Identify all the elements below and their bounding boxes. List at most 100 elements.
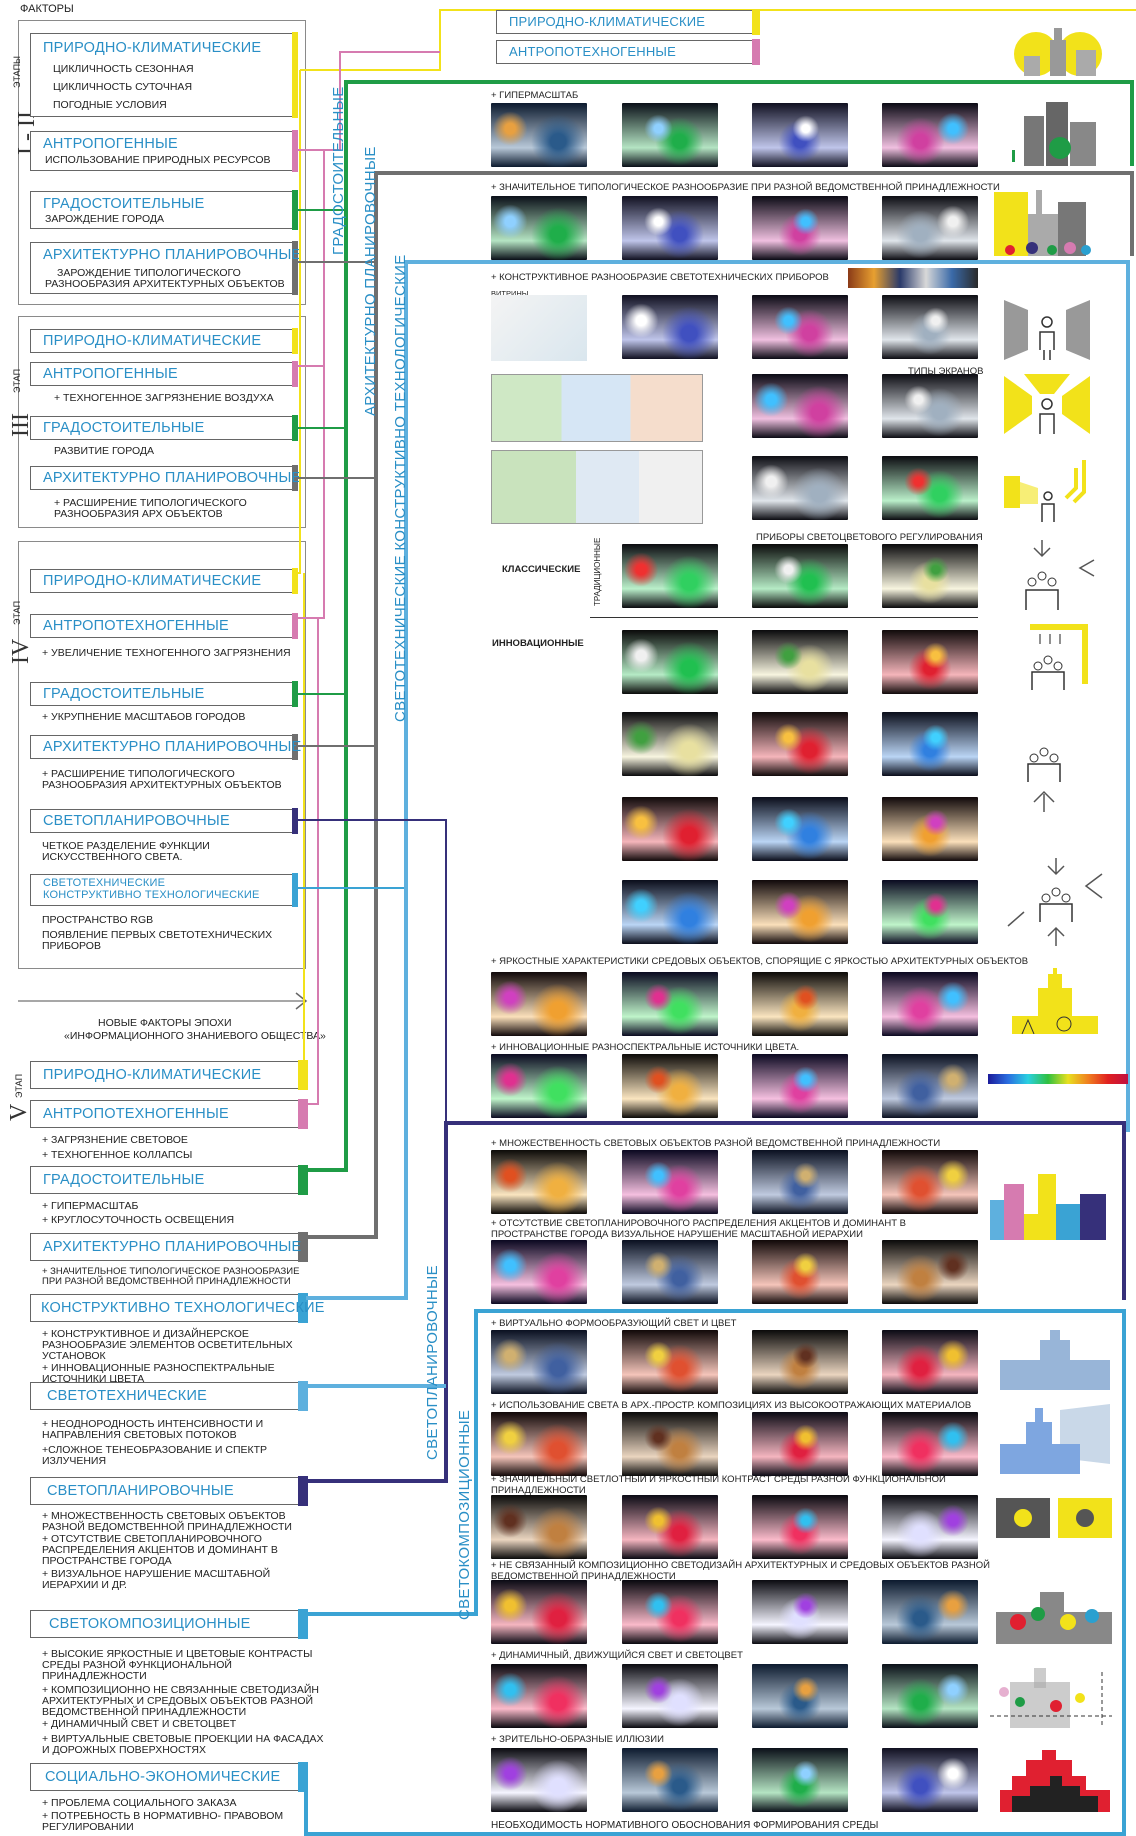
stage-5-new-factors: НОВЫЕ ФАКТОРЫ ЭПОХИ — [98, 1017, 232, 1029]
factor-title: ПРИРОДНО-КЛИМАТИЧЕСКИЕ — [43, 333, 262, 349]
factor-lightplan-s4: СВЕТОПЛАНИРОВОЧНЫЕ — [30, 808, 298, 834]
photo-thumbnail — [752, 972, 848, 1036]
unlinked-design-icon — [996, 1592, 1112, 1644]
photo-thumbnail — [882, 295, 978, 359]
photo-thumbnail — [882, 196, 978, 260]
factor-item-s5: + ГИПЕРМАСШТАБ — [42, 1200, 139, 1212]
heading-virtual: + ВИРТУАЛЬНО ФОРМООБРАЗУЮЩИЙ СВЕТ И ЦВЕТ — [491, 1318, 737, 1329]
factor-title: АРХИТЕКТУРНО ПЛАНИРОВОЧНЫЕ — [43, 470, 302, 486]
hyperscale-icon — [1012, 102, 1096, 166]
color-bar — [298, 1609, 308, 1639]
factor-item-s5: + ВЫСОКИЕ ЯРКОСТНЫЕ И ЦВЕТОВЫЕ КОНТРАСТЫ — [42, 1648, 313, 1660]
photo-thumbnail — [622, 1748, 718, 1812]
label-screens: ТИПЫ ЭКРАНОВ — [908, 366, 984, 377]
reflective-icon — [1000, 1404, 1110, 1474]
factor-item-rgb: ПРОСТРАНСТВО RGB — [42, 914, 154, 926]
stage-5-arrow — [18, 992, 308, 1010]
color-bar — [298, 1381, 308, 1411]
factor-natural-s3: ПРИРОДНО-КЛИМАТИЧЕСКИЕ — [30, 328, 298, 354]
heading-bright: + ЯРКОСТНЫЕ ХАРАКТЕРИСТИКИ СРЕДОВЫХ ОБЪЕ… — [491, 956, 1029, 967]
virtual-form-icon — [1000, 1330, 1110, 1390]
photo-thumbnail — [882, 1412, 978, 1476]
photo-thumbnail — [752, 880, 848, 944]
photo-thumbnail — [882, 1664, 978, 1728]
color-bar — [298, 1099, 308, 1129]
typology-icon — [994, 190, 1091, 256]
factor-item-s5: ВЕДОМСТВЕННОЙ ПРИНАДЛЕЖНОСТИ — [42, 1706, 247, 1718]
factor-item: ИСПОЛЬЗОВАНИЕ ПРИРОДНЫХ РЕСУРСОВ — [45, 154, 271, 166]
factor-item-s5: + ЗНАЧИТЕЛЬНОЕ ТИПОЛОГИЧЕСКОЕ РАЗНООБРАЗ… — [42, 1266, 300, 1277]
crowd-converge-icon — [1007, 858, 1103, 946]
legend-anthro-label: АНТРОПОТЕХНОГЕННЫЕ — [509, 44, 677, 59]
crowd-arrows-icon — [1025, 540, 1095, 610]
photo-thumbnail — [622, 1664, 718, 1728]
photo-thumbnail — [622, 797, 718, 861]
photo-thumbnail — [622, 196, 718, 260]
photo-thumbnail — [752, 1054, 848, 1118]
photo-thumbnail — [752, 103, 848, 167]
factor-item-urban-s4: + УКРУПНЕНИЕ МАСШТАБОВ ГОРОДОВ — [42, 711, 246, 723]
diagram-vitrina — [491, 295, 587, 361]
factor-title: ПРИРОДНО-КЛИМАТИЧЕСКИЕ — [43, 40, 262, 56]
factor-title: СВЕТОПЛАНИРОВОЧНЫЕ — [47, 1483, 234, 1499]
factor-title: СВЕТОТЕХНИЧЕСКИЕ — [43, 877, 166, 889]
photo-thumbnail — [752, 1412, 848, 1476]
heading-notlinked: ВЕДОМСТВЕННОЙ ПРИНАДЛЕЖНОСТИ — [491, 1571, 676, 1582]
heading-use: + ИСПОЛЬЗОВАНИЕ СВЕТА В АРХ.-ПРОСТР. КОМ… — [491, 1400, 972, 1411]
factor-item-s5: + ЗАГРЯЗНЕНИЕ СВЕТОВОЕ — [42, 1134, 188, 1146]
heading-illusion: + ЗРИТЕЛЬНО-ОБРАЗНЫЕ ИЛЛЮЗИИ — [491, 1734, 664, 1745]
color-bar — [292, 32, 298, 118]
stage-5-new-factors: «ИНФОРМАЦИОННОГО ЗНАНИЕВОГО ОБЩЕСТВА» — [64, 1030, 326, 1042]
factor-item-s5: + ВИРТУАЛЬНЫЕ СВЕТОВЫЕ ПРОЕКЦИИ НА ФАСАД… — [42, 1733, 324, 1745]
photo-thumbnail — [882, 1240, 978, 1304]
heading-contrast: + ЗНАЧИТЕЛЬНЫЙ СВЕТЛОТНЫЙ И ЯРКОСТНЫЙ КО… — [491, 1474, 946, 1485]
photo-thumbnail — [882, 1748, 978, 1812]
factor-item-s5: + КОМПОЗИЦИОННО НЕ СВЯЗАННЫЕ СВЕТОДИЗАЙН — [42, 1684, 319, 1696]
crowd-up-arrow-icon — [1027, 747, 1061, 812]
color-bar — [298, 1293, 308, 1323]
legend-anthro: АНТРОПОТЕХНОГЕННЫЕ — [496, 39, 760, 65]
factor-title: ПРИРОДНО-КЛИМАТИЧЕСКИЕ — [43, 1067, 262, 1083]
photo-thumbnail — [882, 374, 978, 438]
factor-item-s5: + ПОТРЕБНОСТЬ В НОРМАТИВНО- ПРАВОВОМ — [42, 1810, 284, 1822]
factor-title: АРХИТЕКТУРНО ПЛАНИРОВОЧНЫЕ — [43, 739, 302, 755]
factor-item-s5: + МНОЖЕСТВЕННОСТЬ СВЕТОВЫХ ОБЪЕКТОВ — [42, 1510, 286, 1522]
factor-item-arch-s3: РАЗНООБРАЗИЯ АРХ ОБЪЕКТОВ — [54, 508, 223, 520]
heading-notlinked: + НЕ СВЯЗАННЫЙ КОМПОЗИЦИОННО СВЕТОДИЗАЙН… — [491, 1560, 990, 1571]
photo-thumbnail — [622, 712, 718, 776]
factor-comp-s5: СВЕТОКОМПОЗИЦИОННЫЕ — [30, 1609, 308, 1639]
color-bar — [298, 1232, 308, 1262]
photo-thumbnail — [882, 103, 978, 167]
factor-item-s5: + ДИНАМИЧНЫЙ СВЕТ И СВЕТОЦВЕТ — [42, 1718, 237, 1730]
factor-item-s5: + КОНСТРУКТИВНОЕ И ДИЗАЙНЕРСКОЕ — [42, 1328, 249, 1340]
legend-natural: ПРИРОДНО-КЛИМАТИЧЕСКИЕ — [496, 9, 760, 35]
city-skyline-icon — [1014, 28, 1102, 76]
contrast-icon — [996, 1498, 1112, 1538]
photo-thumbnail — [752, 1664, 848, 1728]
vlabel-comp: СВЕТОКОМПОЗИЦИОННЫЕ — [456, 1409, 473, 1620]
photo-thumbnail — [882, 1495, 978, 1559]
vlabel-plan: СВЕТОПЛАНИРОВОЧНЫЕ — [424, 1265, 441, 1460]
factor-item: ЦИКЛИЧНОСТЬ СУТОЧНАЯ — [53, 81, 193, 93]
photo-thumbnail — [622, 1580, 718, 1644]
color-bar — [298, 1762, 308, 1792]
heading-constr: + КОНСТРУКТИВНОЕ РАЗНООБРАЗИЕ СВЕТОТЕХНИ… — [491, 272, 829, 283]
factor-item-devices: ПОЯВЛЕНИЕ ПЕРВЫХ СВЕТОТЕХНИЧЕСКИХ — [42, 929, 273, 941]
factor-item-s5: + ИННОВАЦИОННЫЕ РАЗНОСПЕКТРАЛЬНЫЕ — [42, 1362, 275, 1374]
factor-title: СВЕТОТЕХНИЧЕСКИЕ — [47, 1388, 207, 1404]
photo-thumbnail — [882, 1150, 978, 1214]
table-screens — [491, 374, 703, 442]
factor-title: АНТРОПОТЕХНОГЕННЫЕ — [43, 618, 229, 634]
factor-anthro-s12: АНТРОПОГЕННЫЕ ИСПОЛЬЗОВАНИЕ ПРИРОДНЫХ РЕ… — [30, 130, 298, 172]
label-innov: ИННОВАЦИОННЫЕ — [492, 638, 584, 649]
heading-spectr: + ИННОВАЦИОННЫЕ РАЗНОСПЕКТРАЛЬНЫЕ ИСТОЧН… — [491, 1042, 800, 1053]
factor-plan-s5: СВЕТОПЛАНИРОВОЧНЫЕ — [30, 1476, 308, 1506]
factor-arch-s12: АРХИТЕКТУРНО ПЛАНИРОВОЧНЫЕ ЗАРОЖДЕНИЕ ТИ… — [30, 241, 301, 295]
photo-thumbnail — [752, 1580, 848, 1644]
factor-item: ЗАРОЖДЕНИЕ ГОРОДА — [45, 213, 165, 225]
screen-light-icon — [1004, 374, 1090, 434]
factor-item-s5: И ДОРОЖНЫХ ПОВЕРХНОСТЯХ — [42, 1744, 206, 1756]
factor-item-anthro-s4: + УВЕЛИЧЕНИЕ ТЕХНОГЕННОГО ЗАГРЯЗНЕНИЯ — [42, 647, 291, 659]
photo-thumbnail — [752, 295, 848, 359]
